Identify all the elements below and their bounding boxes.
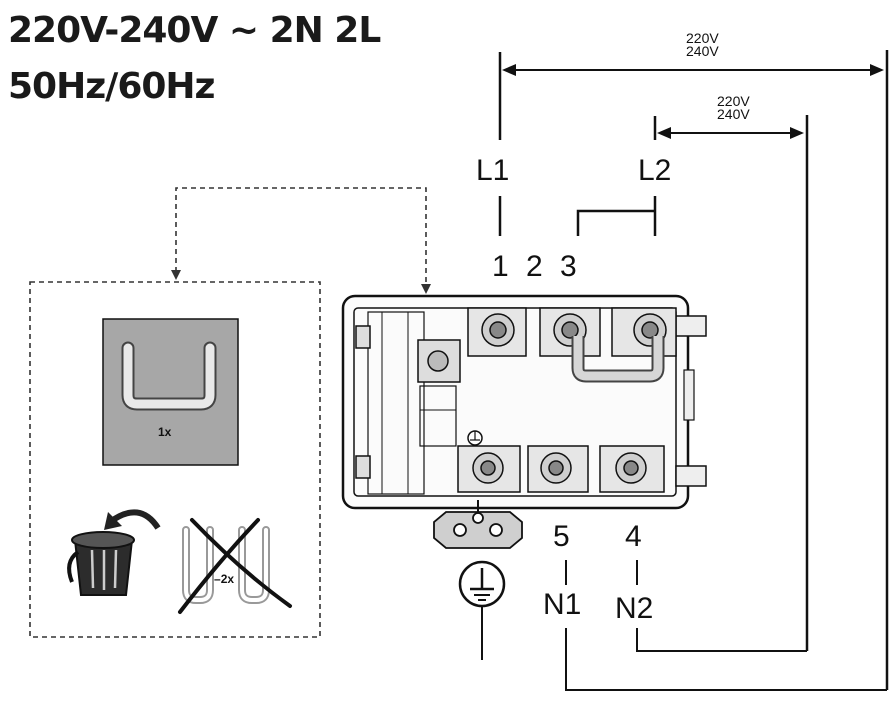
terminal-5-label: 5 xyxy=(553,520,570,553)
n2-label: N2 xyxy=(615,592,654,625)
terminal-4-label: 4 xyxy=(625,520,642,553)
ground-icon xyxy=(458,560,506,660)
arrow-down-right xyxy=(421,284,431,294)
dashed-guides xyxy=(29,187,427,638)
l1-label: L1 xyxy=(476,154,510,187)
n1-wire xyxy=(565,560,887,691)
n1-label: N1 xyxy=(543,588,582,621)
l2-wire xyxy=(576,116,657,236)
n2-wire xyxy=(636,560,807,652)
voltage-title: 220V-240V ~ 2N 2L xyxy=(8,10,381,51)
trash-can-icon xyxy=(67,509,161,596)
frequency-title: 50Hz/60Hz xyxy=(8,66,216,107)
ground-clamp xyxy=(433,500,523,549)
terminal-3-label: 3 xyxy=(560,250,577,283)
terminal-2-label: 2 xyxy=(526,250,543,283)
removed-count-label: –2x xyxy=(214,572,235,586)
terminal-1-label: 1 xyxy=(492,250,509,283)
removed-bridges-icon xyxy=(178,518,292,614)
installed-bridge xyxy=(571,336,665,383)
arrow-down-left xyxy=(171,270,181,280)
jumper-bridge-icon xyxy=(121,341,217,411)
bridge-count-label: 1x xyxy=(158,425,172,439)
mid-dimension-arrow xyxy=(657,127,804,139)
l2-label: L2 xyxy=(638,154,672,187)
bottom-terminal-screws xyxy=(457,445,665,493)
top-terminal-screws xyxy=(467,307,677,357)
top-dimension-arrow xyxy=(502,64,884,76)
